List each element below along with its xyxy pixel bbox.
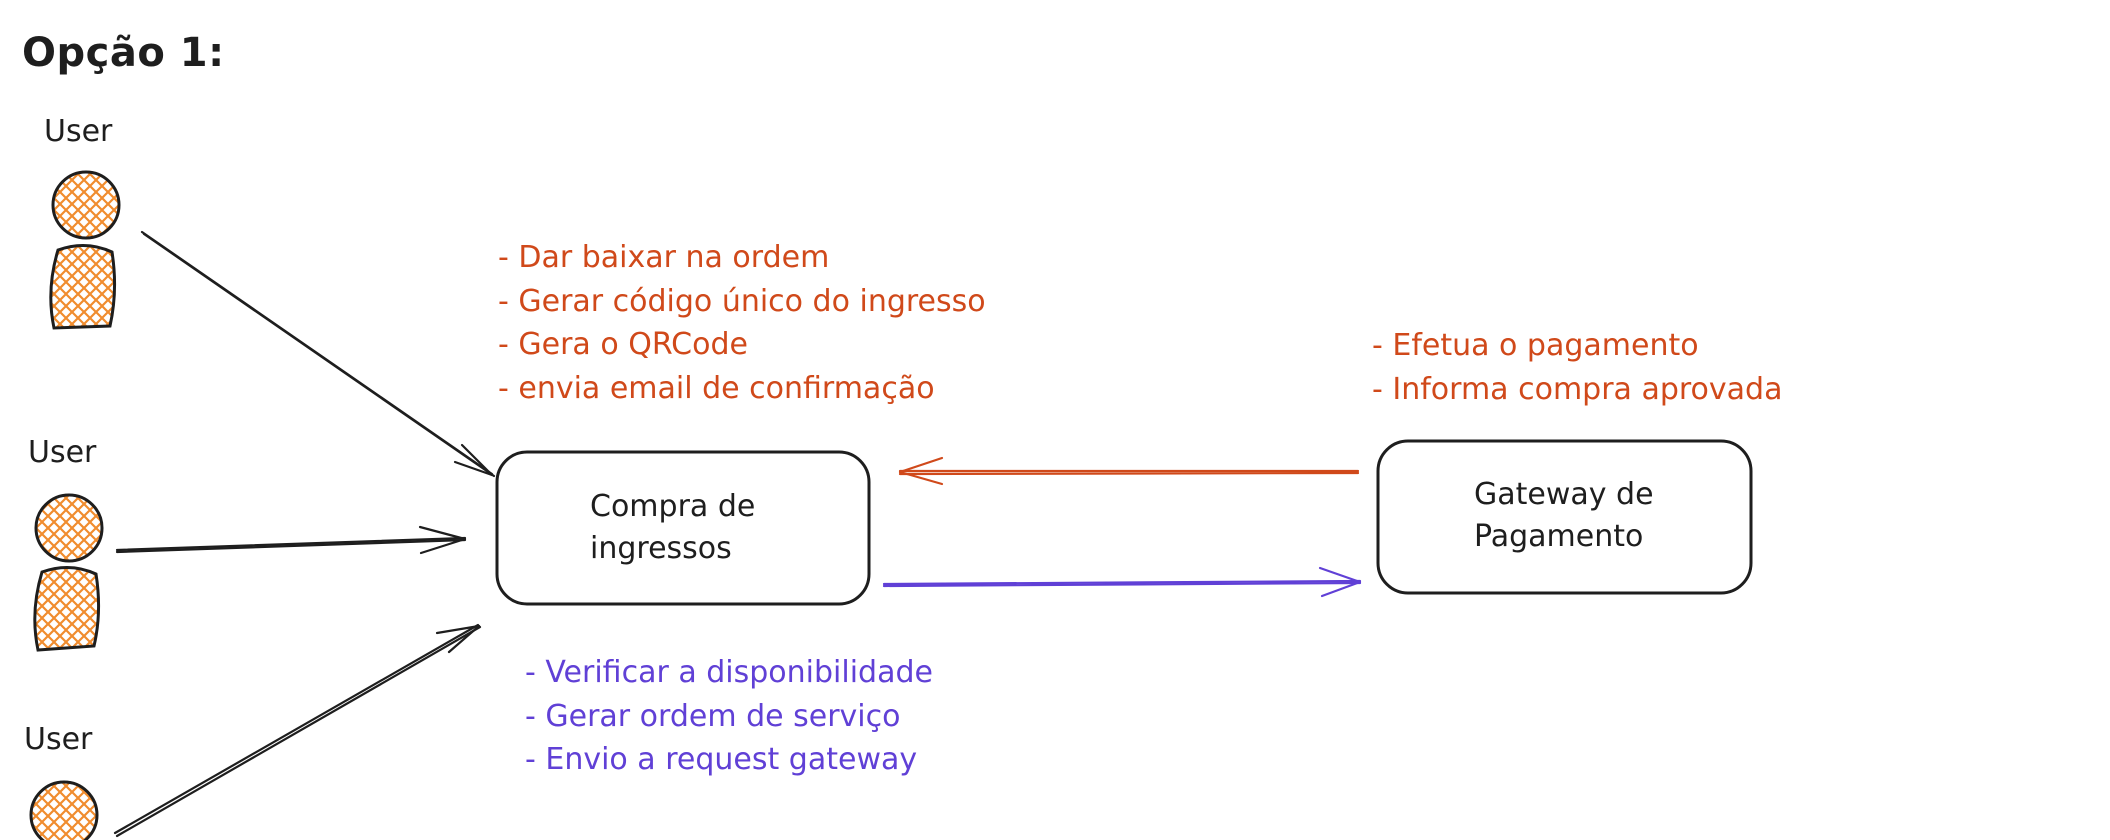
note-line: - Informa compra aprovada [1372,371,1783,407]
user-body [33,566,101,652]
note-line: - Dar baixar na ordem [498,240,830,275]
user-label-3: User [24,722,93,757]
compra-box-line1: Compra de [590,489,756,524]
note-line: - envia email de confirmação [498,370,935,406]
gateway-box-line2: Pagamento [1474,519,1644,554]
arrow-user1-to-compra [140,230,496,478]
gateway-box-label: Gateway de Pagamento [1474,474,1654,558]
note-orange-compra: - Dar baixar na ordem - Gerar código úni… [498,236,986,410]
user-figure-1 [49,170,121,330]
note-line: - Efetua o pagamento [1372,328,1699,363]
page-title: Opção 1: [22,30,225,76]
note-orange-gateway: - Efetua o pagamento - Informa compra ap… [1372,324,1782,411]
user-head [51,170,121,240]
user-label-2: User [28,435,97,470]
note-line: - Gerar código único do ingresso [498,283,986,319]
user-head [29,780,99,840]
arrow-gateway-to-compra [898,456,1360,486]
gateway-box [1376,439,1753,595]
note-purple-compra: - Verificar a disponibilidade - Gerar or… [525,651,933,782]
user-figure-3 [29,780,99,840]
note-line: - Verificar a disponibilidade [525,655,933,690]
user-label-1: User [44,114,113,149]
note-line: - Gerar ordem de serviço [525,698,901,734]
compra-box-label: Compra de ingressos [590,486,755,570]
note-line: - Gera o QRCode [498,327,748,362]
user-body [49,244,117,330]
arrow-compra-to-gateway [882,566,1362,598]
arrow-user3-to-compra [113,623,482,838]
user-head [34,493,104,563]
compra-box-line2: ingressos [590,531,732,566]
gateway-box-line1: Gateway de [1474,477,1654,512]
user-figure-2 [33,493,104,652]
compra-box [495,450,871,606]
arrow-user2-to-compra [115,525,467,555]
note-line: - Envio a request gateway [525,742,918,777]
